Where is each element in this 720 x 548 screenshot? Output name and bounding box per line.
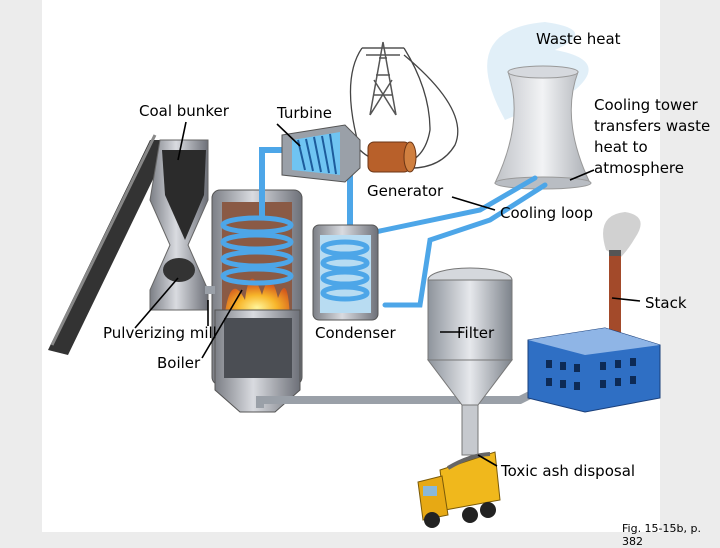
ash-chamber — [214, 309, 301, 413]
generator — [367, 141, 417, 173]
boiler-label: Boiler — [157, 354, 201, 372]
stack-label: Stack — [645, 294, 687, 312]
coal-bunker — [149, 139, 209, 311]
coal-conveyor — [48, 134, 172, 355]
filter-silo — [426, 267, 514, 456]
cooling-tower-label: Cooling tower transfers waste heat to at… — [594, 96, 711, 177]
toxic-ash-label: Toxic ash disposal — [501, 462, 636, 480]
condenser-label: Condenser — [315, 324, 396, 342]
stack — [603, 212, 641, 340]
filter-building — [527, 327, 661, 413]
generator-label: Generator — [367, 182, 444, 200]
turbine-label: Turbine — [277, 104, 332, 122]
turbine — [281, 124, 361, 183]
figure-caption: Fig. 15-15b, p. 382 — [622, 522, 701, 548]
filter-label: Filter — [457, 324, 495, 342]
cooling-loop-label: Cooling loop — [500, 204, 594, 222]
cooling-tower — [487, 22, 592, 190]
ash-truck — [417, 451, 501, 528]
condenser — [312, 224, 379, 321]
leader-lines — [134, 121, 641, 467]
coal-bunker-label: Coal bunker — [139, 102, 229, 120]
pulverizing-mill-label: Pulverizing mill — [103, 324, 217, 342]
waste-heat-label: Waste heat — [536, 30, 621, 48]
